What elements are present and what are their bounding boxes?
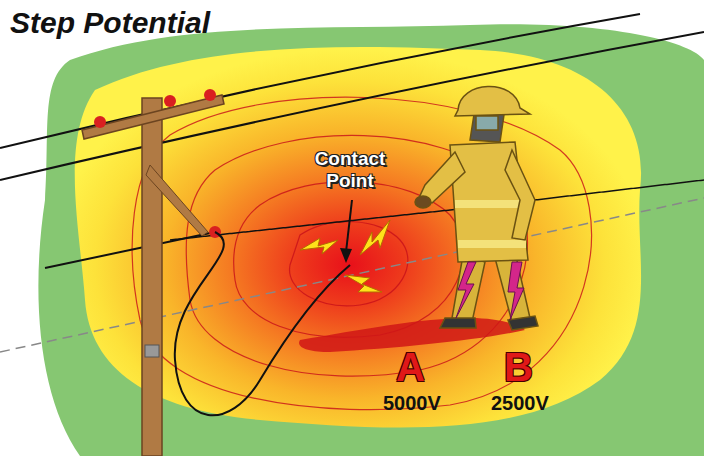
spark-bolts bbox=[300, 220, 390, 292]
potential-rings bbox=[132, 97, 591, 409]
point-letter: A bbox=[396, 345, 425, 390]
voltage-value: 5000V bbox=[383, 392, 441, 415]
downed-wire bbox=[175, 232, 350, 415]
firefighter bbox=[415, 86, 538, 330]
power-lines bbox=[0, 14, 704, 268]
leader-arrow bbox=[340, 200, 352, 263]
contact-label: Contact Point bbox=[305, 148, 395, 192]
diagram-title: Step Potential bbox=[10, 6, 210, 40]
point-letter: B bbox=[504, 345, 533, 390]
shock-bolts bbox=[456, 262, 524, 320]
utility-pole bbox=[82, 89, 224, 456]
voltage-value: 2500V bbox=[491, 392, 549, 415]
grass-ground bbox=[38, 24, 704, 456]
